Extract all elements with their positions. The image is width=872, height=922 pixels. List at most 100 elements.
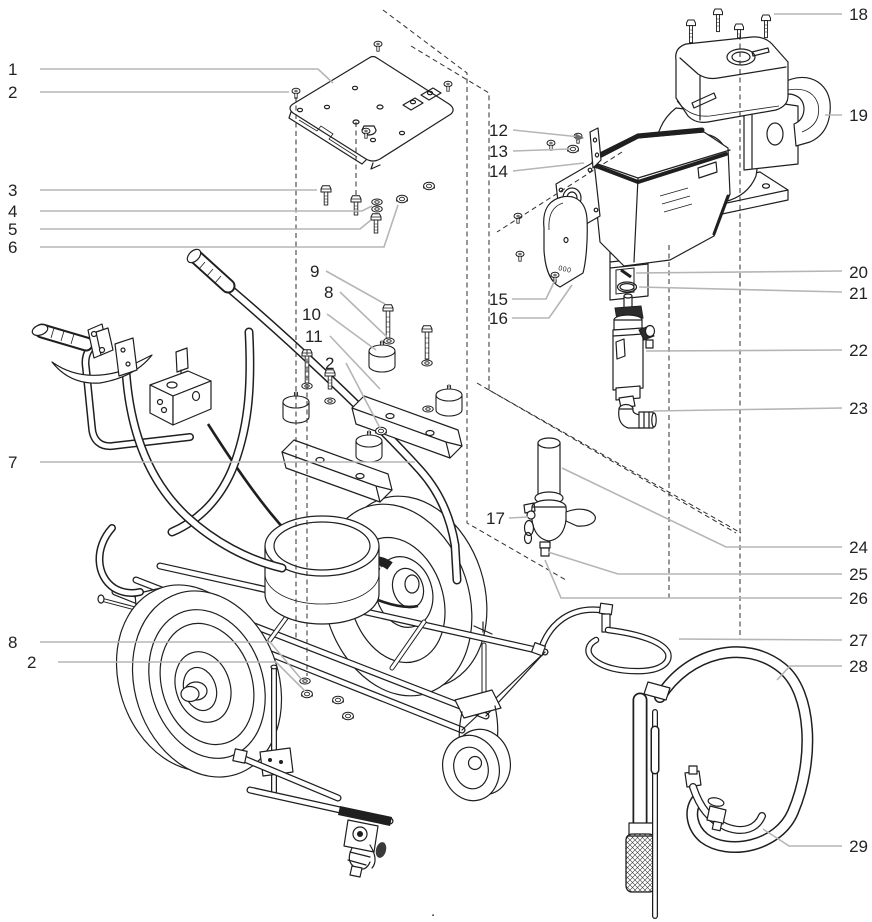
pump (612, 293, 657, 429)
trigger-linkage (87, 323, 114, 359)
drain-valve (523, 510, 536, 545)
front-caster (442, 621, 511, 802)
leader-14 (512, 162, 585, 172)
leader-12 (512, 129, 581, 138)
rubber-isolator (355, 430, 383, 463)
strip-screw (546, 139, 556, 151)
left-rear-wheel (115, 584, 283, 778)
callout-19: 19 (849, 106, 868, 125)
rubber-isolator (435, 384, 463, 417)
callout-28: 28 (849, 657, 868, 676)
leader-20 (635, 270, 843, 274)
mount-bolt (382, 304, 394, 339)
engine-bolt (761, 14, 771, 39)
leader-17 (508, 516, 529, 519)
leader-5 (40, 219, 372, 230)
gearbox-housing (591, 131, 731, 267)
leader-28 (776, 665, 842, 681)
leader-1 (40, 68, 334, 84)
mount-washer (421, 359, 433, 367)
plate-washer (371, 198, 383, 206)
frame-nut (301, 689, 313, 699)
muffler (779, 76, 831, 147)
callout-2: 2 (8, 83, 17, 102)
caster-wing-bolt (473, 621, 493, 635)
plate-nut (423, 181, 435, 191)
callout-8: 8 (8, 633, 17, 652)
filter-bowl (531, 506, 567, 542)
leader-13 (512, 148, 571, 152)
callout-17: 17 (486, 509, 505, 528)
pump-body (612, 327, 644, 391)
callout-21: 21 (849, 284, 868, 303)
leader-9 (325, 270, 386, 305)
suction-hose-set (625, 646, 814, 919)
elbow-fitting (618, 403, 657, 429)
plate-screw (443, 80, 453, 92)
gearbox: 000 (513, 127, 731, 301)
leader-11 (329, 335, 381, 390)
leader-26 (544, 559, 842, 599)
plate-hardware (320, 181, 435, 234)
cover-marking: 000 (558, 265, 572, 275)
gun-holder (232, 664, 394, 878)
filter-assembly (523, 437, 596, 557)
filter-handle (565, 508, 596, 527)
gearbox-cover: 000 (513, 195, 588, 288)
cover-screw (515, 250, 525, 262)
frame-nut (332, 695, 344, 705)
leader-4 (40, 205, 373, 212)
engine-bolt (713, 8, 723, 33)
callout-leaders (40, 13, 843, 847)
callout-2c: 2 (325, 354, 334, 373)
mount-washer (383, 337, 395, 345)
leader-8b (339, 291, 388, 338)
leader-12-arrow (575, 133, 584, 141)
fuel-tank (675, 36, 789, 123)
callout-4: 4 (8, 202, 17, 221)
dashed-guides (295, 9, 742, 676)
callout-6: 6 (8, 238, 17, 257)
leader-22 (645, 349, 843, 352)
engine-mount-hardware (281, 304, 463, 699)
leader-24 (561, 467, 842, 548)
plate-screw (373, 40, 383, 52)
callout-16: 16 (489, 309, 508, 328)
callout-9: 9 (310, 262, 319, 281)
callout-20: 20 (849, 263, 868, 282)
callout-8c: 8 (324, 283, 333, 302)
pump-label (615, 338, 626, 360)
left-grip (31, 323, 94, 352)
outlet-fitting (539, 541, 551, 557)
callout-13: 13 (489, 142, 508, 161)
mount-washer (324, 397, 336, 405)
rubber-isolator (368, 340, 396, 373)
leader-29 (762, 828, 842, 847)
leader-2c (345, 362, 381, 429)
leader-10 (326, 313, 377, 351)
leader-21 (638, 286, 843, 293)
paint-bucket (264, 515, 380, 625)
mount-nut (375, 426, 387, 436)
mounting-plate (288, 40, 454, 170)
hoses (530, 602, 814, 919)
page-footer-mark: . (431, 903, 435, 920)
gun-clamp (338, 806, 392, 878)
engine-bolt (686, 19, 696, 44)
leader-2b (58, 661, 306, 692)
callout-10: 10 (302, 305, 321, 324)
leader-23 (652, 407, 843, 412)
control-box (149, 347, 212, 426)
callout-5: 5 (8, 220, 17, 239)
callout-15: 15 (489, 290, 508, 309)
callout-7: 7 (8, 453, 17, 472)
leader-25 (547, 551, 842, 575)
plate-bolt (370, 213, 382, 234)
hose-valve (706, 797, 727, 832)
handlebar (31, 248, 462, 597)
frame-nut (342, 711, 354, 721)
callout-24: 24 (849, 538, 868, 557)
cart-assembly (31, 248, 549, 878)
